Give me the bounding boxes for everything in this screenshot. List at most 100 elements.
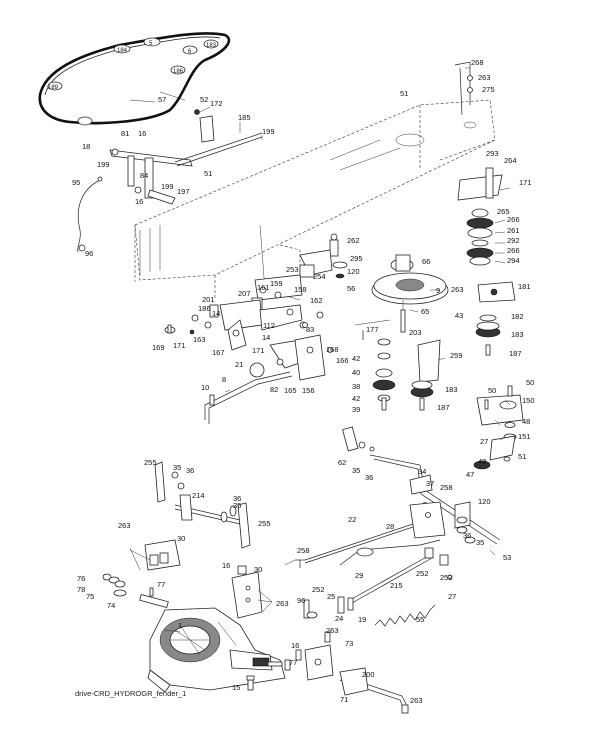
callout: 14 — [212, 309, 220, 318]
callout: 263 — [326, 626, 339, 635]
callout: 215 — [390, 581, 403, 590]
callout: 30 — [177, 534, 185, 543]
callout: 293 — [486, 149, 499, 158]
cable-95 — [77, 176, 103, 253]
callout: 263 — [118, 521, 131, 530]
callout: 199 — [97, 160, 110, 169]
callout: 255 — [144, 458, 157, 467]
brake-assembly-150 — [473, 385, 524, 470]
callout: 186 — [198, 304, 211, 313]
rod-22 — [304, 501, 476, 564]
callout: 36 — [463, 531, 471, 540]
callout: 42 — [352, 354, 360, 363]
callout: 8 — [222, 375, 226, 384]
callout: 27 — [448, 592, 456, 601]
callout: 163 — [193, 335, 206, 344]
callout: 56 — [347, 284, 355, 293]
callout: 25 — [327, 592, 335, 601]
callout: 36 — [233, 494, 241, 503]
bracket-262 — [299, 233, 348, 279]
spindle-38 — [354, 319, 396, 411]
callout: 29 — [355, 571, 363, 580]
callout: 189 — [48, 85, 59, 91]
control-rod-215 — [339, 539, 453, 604]
callout: 199 — [262, 127, 275, 136]
callout: 51 — [518, 452, 526, 461]
callout: 252 — [312, 585, 325, 594]
callout: 261 — [507, 226, 520, 235]
callout: 167 — [212, 348, 225, 357]
callout: 214 — [192, 491, 205, 500]
callout: 51 — [400, 89, 408, 98]
callout: 263 — [478, 73, 491, 82]
callout: 166 — [336, 356, 349, 365]
callout: 51 — [204, 169, 212, 178]
transaxle-1 — [147, 607, 286, 693]
callout: 14 — [262, 333, 270, 342]
callout: 275 — [482, 85, 495, 94]
callout: 187 — [437, 403, 450, 412]
callout: 177 — [366, 325, 379, 334]
callout: 161 — [257, 283, 270, 292]
callout: 82 — [270, 385, 278, 394]
callout: 35 — [173, 463, 181, 472]
callout: 38 — [352, 382, 360, 391]
callout: 36 — [365, 473, 373, 482]
callout: 49 — [478, 457, 486, 466]
callout: 266 — [507, 246, 520, 255]
callout: 262 — [347, 236, 360, 245]
callout: 165 — [284, 386, 297, 395]
idler-bracket-259 — [410, 339, 441, 411]
callout: 169 — [152, 343, 165, 352]
callout: 40 — [352, 368, 360, 377]
idler-arm-181 — [475, 281, 516, 356]
callout: 6 — [188, 49, 192, 55]
callout: 171 — [173, 341, 186, 350]
callout: 258 — [440, 483, 453, 492]
idler-assembly-right — [454, 61, 503, 266]
callout: 18 — [82, 142, 90, 151]
callout: 120 — [347, 267, 360, 276]
callout: 74 — [107, 601, 115, 610]
rod-185 — [174, 109, 263, 167]
callout: 65 — [421, 307, 429, 316]
callout: 259 — [450, 351, 463, 360]
callout: 48 — [522, 417, 530, 426]
callout: 182 — [511, 312, 524, 321]
callout: 50 — [526, 378, 534, 387]
callout: 73 — [345, 639, 353, 648]
callout: 266 — [507, 215, 520, 224]
callout: 76 — [77, 574, 85, 583]
drive-belt — [38, 32, 231, 126]
callout: 35 — [233, 501, 241, 510]
callout: 19 — [358, 615, 366, 624]
callout: 37 — [426, 479, 434, 488]
callout: 187 — [509, 349, 522, 358]
callout: 207 — [238, 289, 251, 298]
bracket-156 — [294, 311, 333, 381]
callout: 95 — [72, 178, 80, 187]
callout: 34 — [418, 467, 426, 476]
callout: 172 — [210, 99, 223, 108]
callout: 181 — [518, 282, 531, 291]
callout: 96 — [85, 249, 93, 258]
callout: 28 — [386, 522, 394, 531]
fasteners-left — [164, 304, 219, 335]
callout: 263 — [410, 696, 423, 705]
callout: 15 — [232, 683, 240, 692]
callout: 186 — [173, 69, 184, 75]
callout: 77 — [157, 580, 165, 589]
callout: 75 — [86, 592, 94, 601]
callout: 200 — [362, 670, 375, 679]
bolt-15 — [246, 675, 255, 691]
callout: 265 — [497, 207, 510, 216]
callout: 171 — [252, 346, 265, 355]
callout: 71 — [340, 695, 348, 704]
callout: 16 — [222, 561, 230, 570]
diagram-caption: drive-CRD_HYDROGR_fender_1 — [75, 689, 187, 698]
callout: 36 — [186, 466, 194, 475]
callout: 53 — [503, 553, 511, 562]
callout-labels: 57 184 5 6 183 186 189 52 172 185 199 81… — [48, 41, 535, 705]
callout: 264 — [504, 156, 517, 165]
bracket-30 — [144, 539, 263, 619]
